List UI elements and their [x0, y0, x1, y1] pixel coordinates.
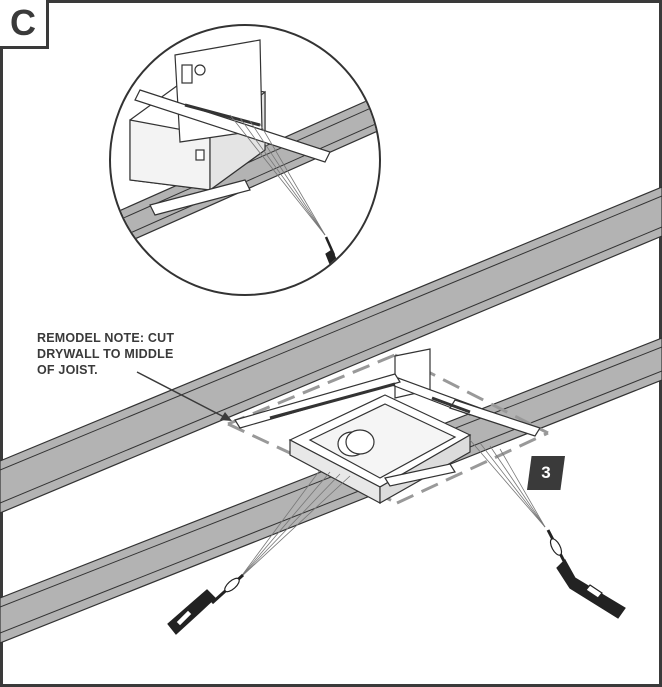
- screw-guide-lines-left: [239, 469, 351, 579]
- remodel-note-line: DRYWALL TO MIDDLE: [37, 347, 174, 361]
- remodel-note-line: REMODEL NOTE: CUT: [37, 331, 175, 345]
- screwdriver-icon: [546, 529, 626, 619]
- step-letter: C: [0, 0, 49, 49]
- upper-joist: [0, 186, 662, 514]
- remodel-note-line: OF JOIST.: [37, 363, 98, 377]
- fan-housing: [234, 348, 541, 505]
- remodel-note: REMODEL NOTE: CUT DRYWALL TO MIDDLE OF J…: [37, 330, 237, 378]
- detail-view: [109, 24, 381, 296]
- detail-fan-housing: [129, 39, 331, 216]
- screwdriver-icon: [167, 573, 245, 635]
- note-leader-arrow: [136, 371, 232, 421]
- lower-joist: [0, 337, 662, 644]
- detail-screw-guide-lines: [229, 114, 326, 236]
- screw-guide-lines-right: [469, 439, 546, 528]
- step-number-badge: 3: [527, 456, 565, 490]
